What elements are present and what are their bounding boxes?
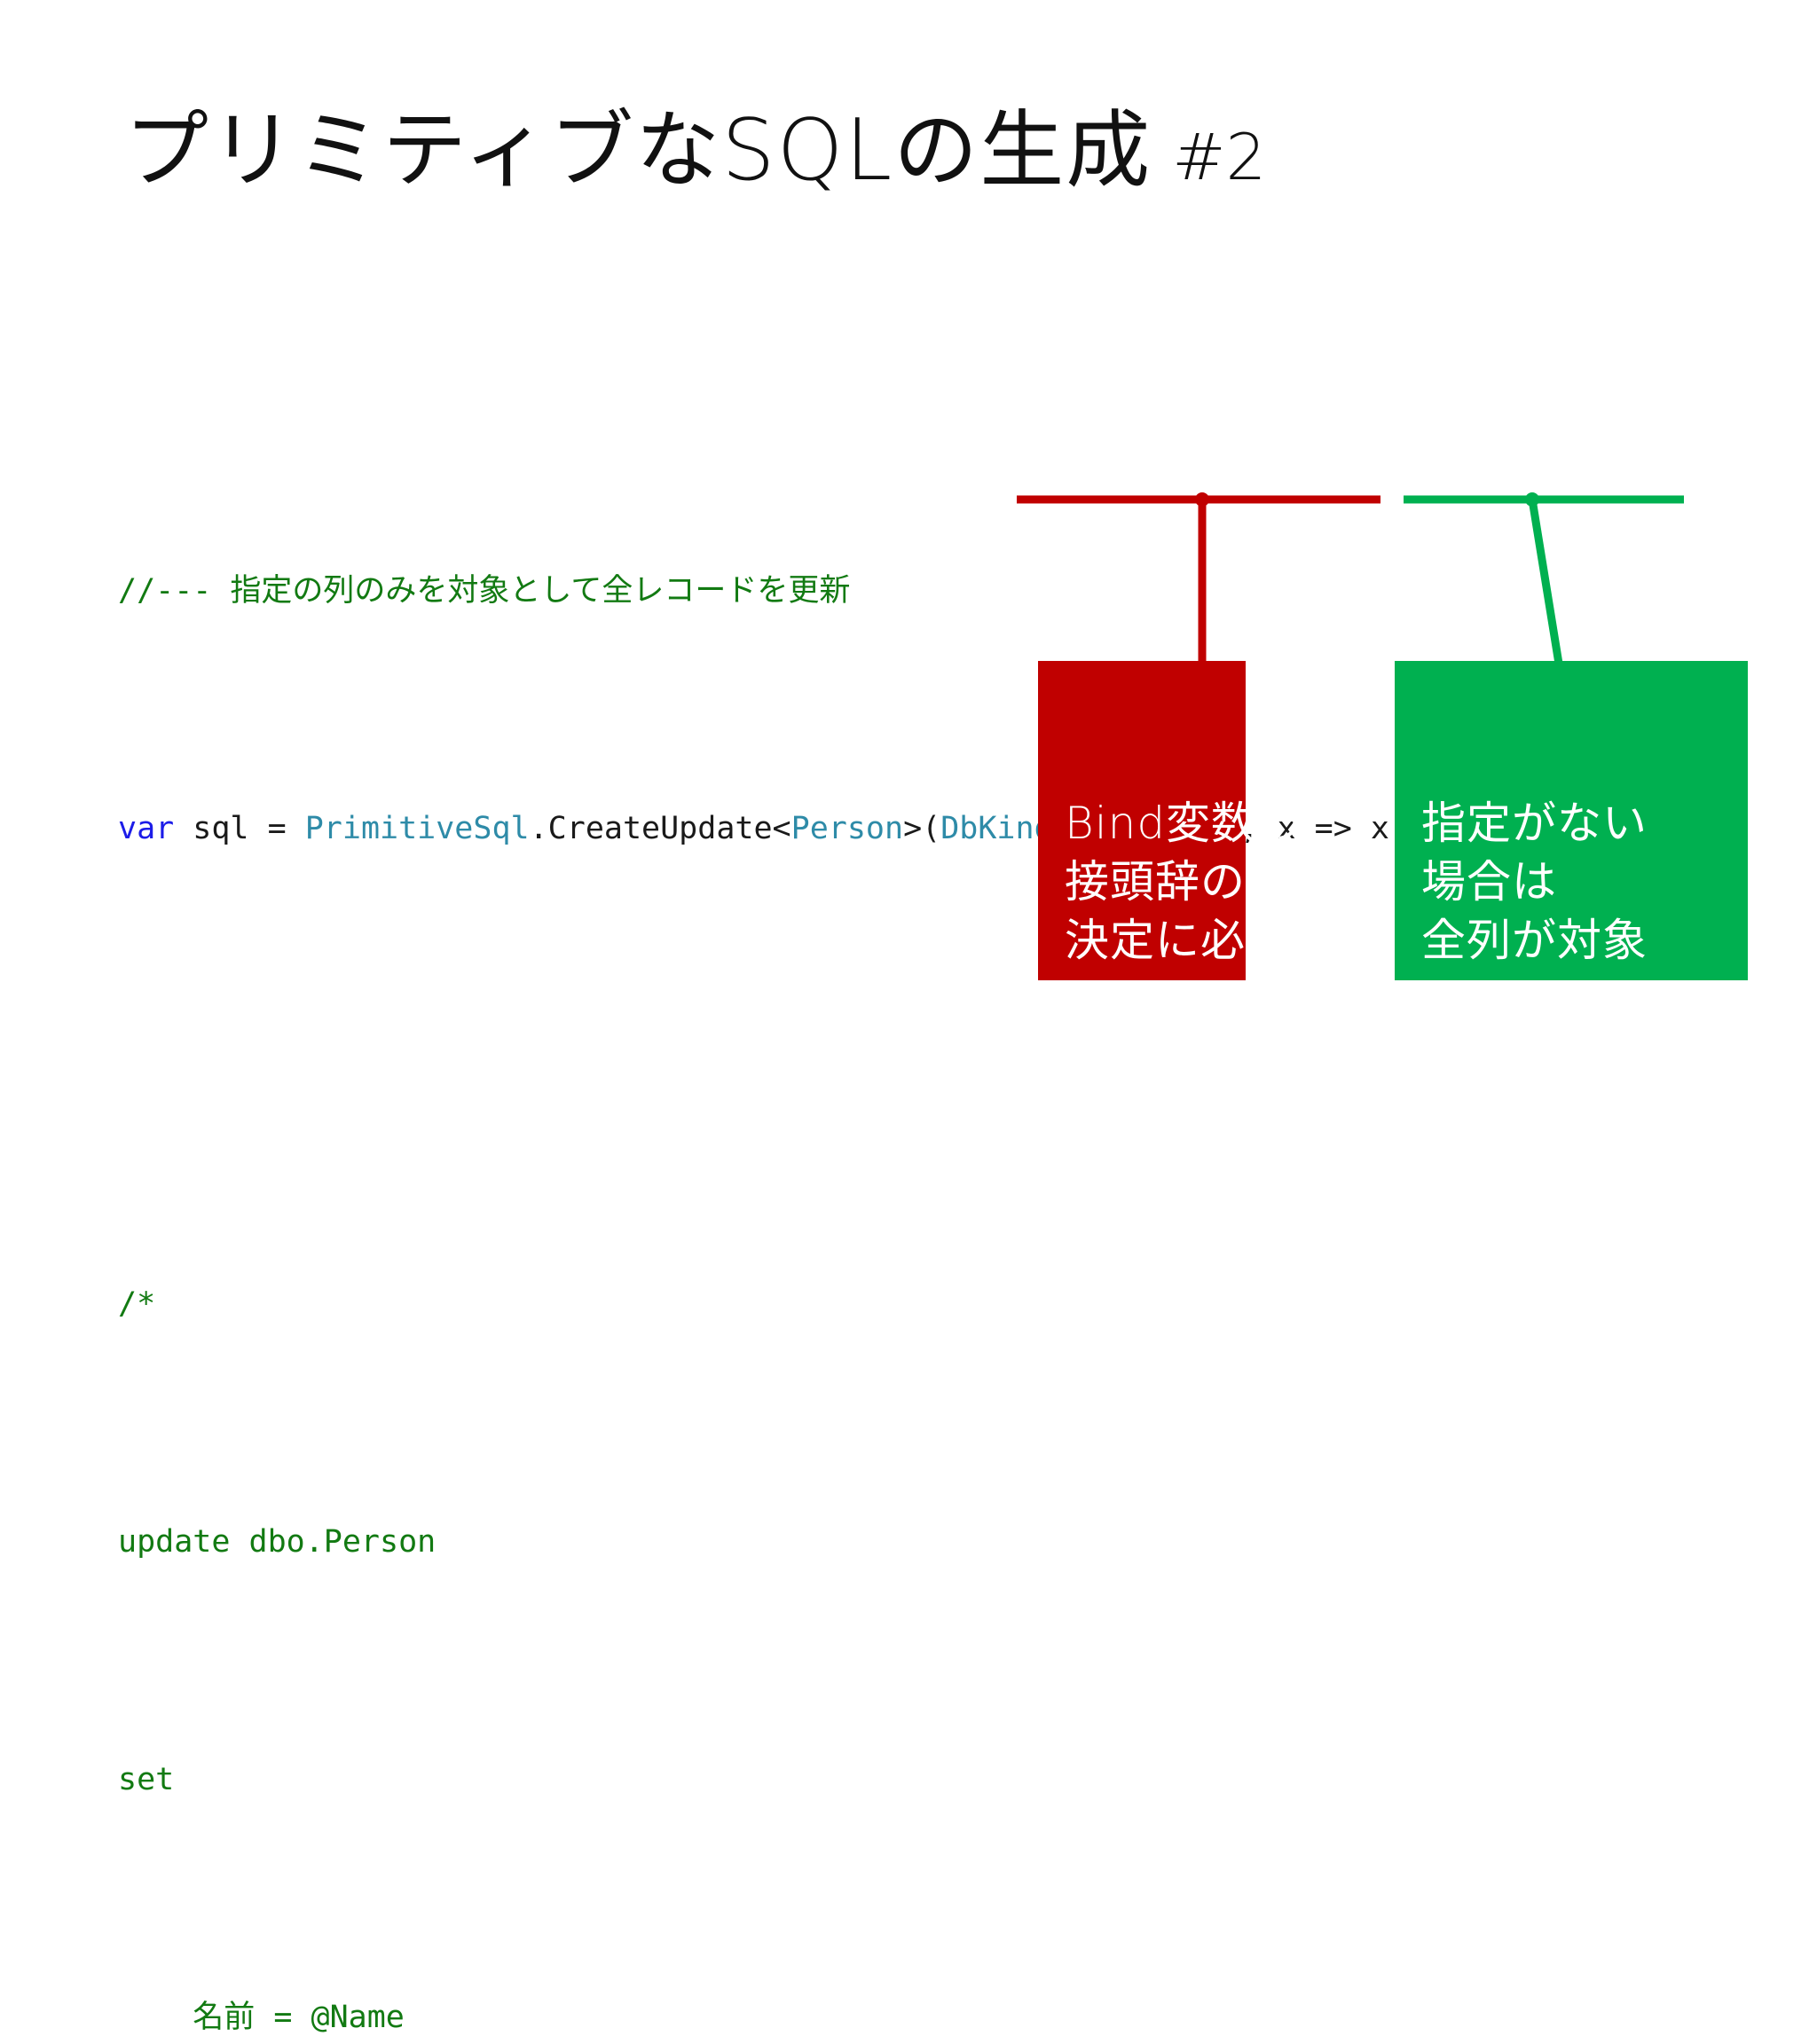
callout-red-line-3: 決定に必要 bbox=[1065, 915, 1291, 966]
page-title-main: プリミティブなSQLの生成 bbox=[124, 101, 1152, 200]
callout-box-green: 指定がない 場合は 全列が対象 bbox=[1395, 661, 1748, 980]
page-title: プリミティブなSQLの生成 #2 bbox=[124, 101, 1632, 200]
code-token-sql-assign: 名前 = @Name bbox=[118, 2000, 405, 2035]
callout-green-line-3: 全列が対象 bbox=[1421, 915, 1648, 966]
code-token-block-comment-open: /* bbox=[118, 1286, 156, 1322]
callout-red-line-1: Bind変数の bbox=[1065, 798, 1302, 849]
page-title-number: #2 bbox=[1172, 119, 1267, 194]
code-line-sql-assign: 名前 = @Name bbox=[118, 1988, 1733, 2044]
page-title-suffix bbox=[1152, 120, 1172, 194]
code-line-comment-header: //--- 指定の列のみを対象として全レコードを更新 bbox=[118, 562, 1733, 621]
code-block: //--- 指定の列のみを対象として全レコードを更新 var sql = Pri… bbox=[118, 383, 1733, 2044]
slide-canvas: プリミティブなSQLの生成 #2 //--- 指定の列のみを対象として全レコード… bbox=[118, 101, 1748, 2035]
code-token-type-primitivesql: PrimitiveSql bbox=[304, 811, 530, 846]
code-token-method-createupdate: .CreateUpdate< bbox=[529, 811, 791, 846]
code-line-sql-set: set bbox=[118, 1750, 1733, 1810]
code-token-keyword-var: var bbox=[118, 811, 175, 846]
callout-red-line-2: 接頭辞の bbox=[1065, 856, 1246, 908]
code-line-sql-update: update dbo.Person bbox=[118, 1513, 1733, 1572]
code-token-sql-set: set bbox=[118, 1762, 175, 1797]
code-token-open-paren: >( bbox=[903, 811, 941, 846]
code-line-blank bbox=[118, 1037, 1733, 1097]
code-token-sql-update: update dbo.Person bbox=[118, 1524, 437, 1560]
callout-green-line-1: 指定がない bbox=[1421, 798, 1648, 849]
code-token-type-dbkind: DbKind bbox=[940, 811, 1053, 846]
code-token-assign: sql = bbox=[174, 811, 305, 846]
code-line-sql-open: /* bbox=[118, 1275, 1733, 1334]
code-token-comment: //--- 指定の列のみを対象として全レコードを更新 bbox=[118, 573, 851, 609]
callout-box-red: Bind変数の 接頭辞の 決定に必要 bbox=[1038, 661, 1302, 980]
callout-green-line-2: 場合は bbox=[1421, 856, 1557, 908]
code-token-type-person: Person bbox=[791, 811, 904, 846]
